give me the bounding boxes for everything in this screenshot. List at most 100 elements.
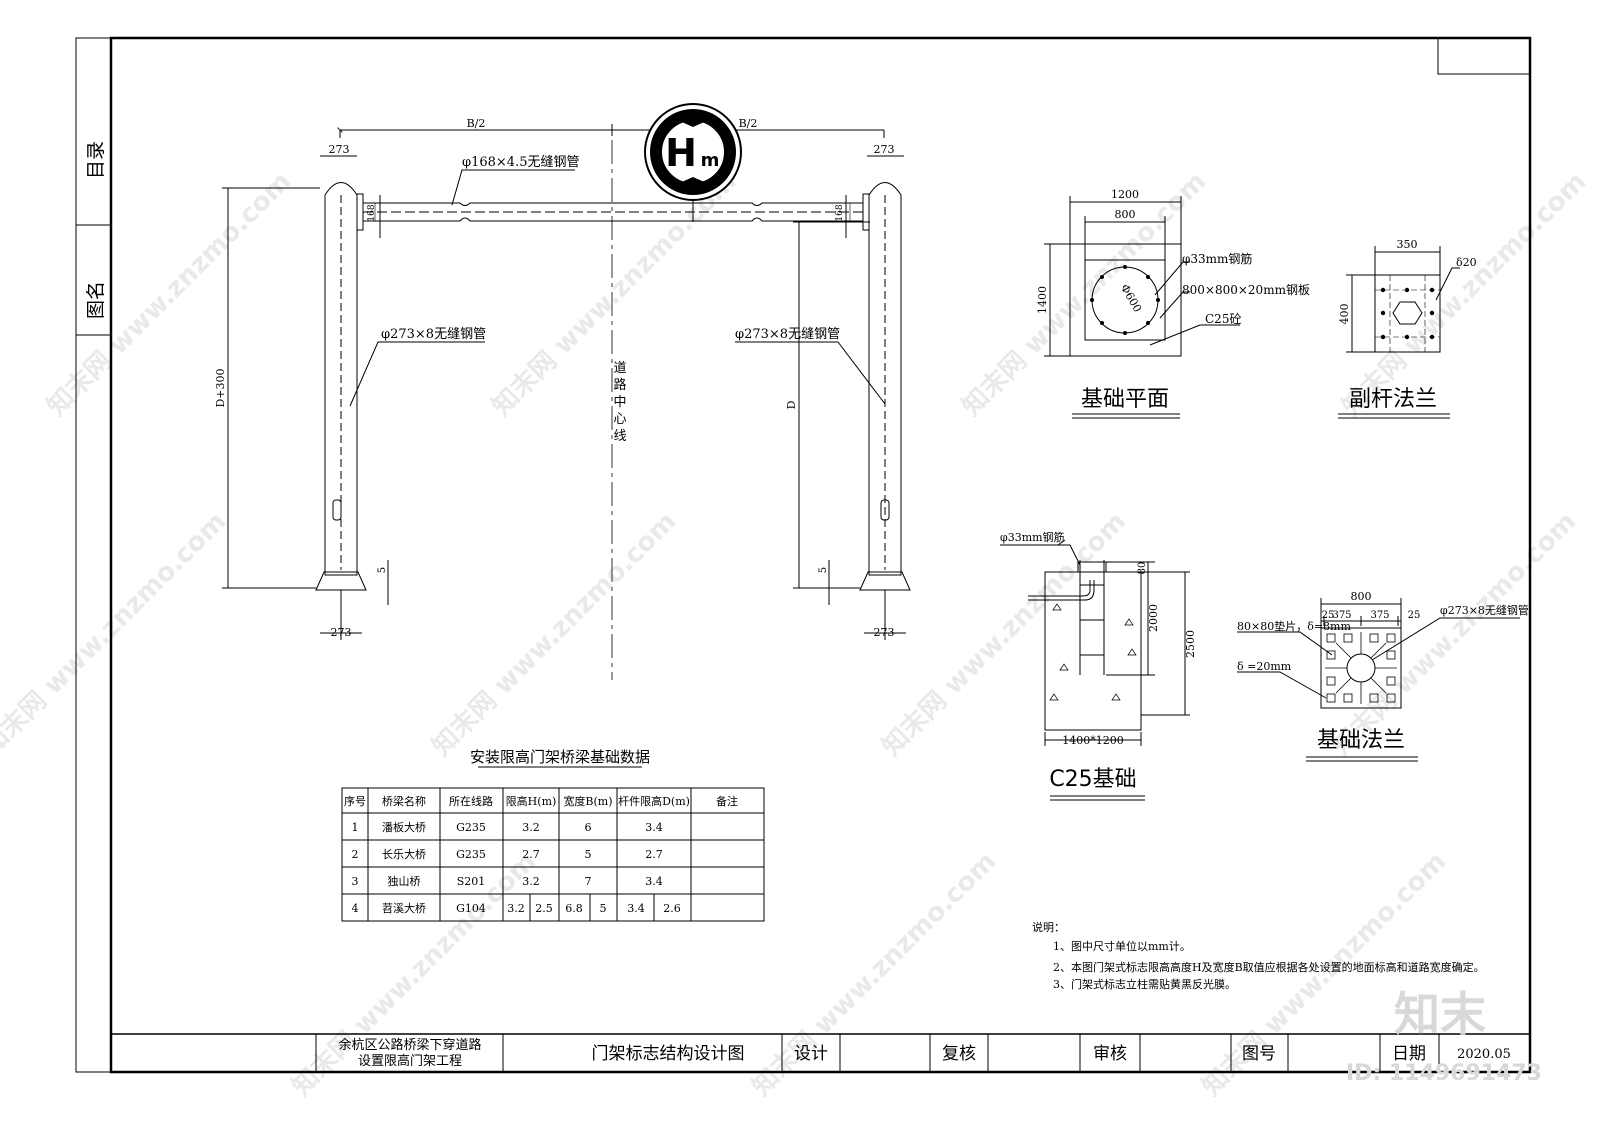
table-cell: 4 (352, 902, 359, 915)
beam-dim-left: 168 (367, 204, 377, 221)
fp-label-plate: 800×800×20mm钢板 (1182, 283, 1310, 297)
table-cell: 6.8 (565, 902, 583, 915)
title-block: 余杭区公路桥梁下穿道路 设置限高门架工程 门架标志结构设计图 设计 复核 审核 … (111, 1033, 1530, 1072)
base-flange-title: 基础法兰 (1317, 728, 1405, 753)
table-title: 安装限高门架桥梁基础数据 (470, 748, 650, 766)
inner-frame (109, 36, 1532, 1074)
sf-dim-height: 400 (1338, 304, 1351, 325)
table-cell: 2 (352, 848, 359, 861)
note-item: 2、本图门架式标志限高高度H及宽度B取值应根据各处设置的地面标高和道路宽度确定。 (1053, 960, 1485, 974)
th-note: 备注 (716, 794, 738, 808)
elevation-labels: B/2 B/2 273 273 273 273 φ168×4.5无缝钢管 168… (214, 117, 895, 639)
c25-dim-2000: 2000 (1147, 604, 1160, 632)
fp-dim-outer: 1200 (1111, 188, 1139, 201)
table-cell: 3.2 (522, 821, 540, 834)
fp-dim-height: 1400 (1036, 286, 1049, 314)
table-cell: 3 (352, 875, 359, 888)
note-item: 1、图中尺寸单位以mm计。 (1053, 939, 1191, 953)
th-d: 杆件限高D(m) (618, 794, 690, 808)
table-cell: 1 (352, 821, 359, 834)
date-label: 日期 (1392, 1044, 1426, 1064)
pole-label-left: φ273×8无缝钢管 (381, 327, 486, 342)
bf-dim-1: 25 (1322, 610, 1335, 621)
watermark-id: ID: 1149691473 (1346, 1061, 1542, 1086)
foundation-plan-title: 基础平面 (1081, 387, 1169, 412)
sub-flange-title: 副杆法兰 (1349, 387, 1437, 412)
table-cell: 6 (585, 821, 592, 834)
dim-273-tr: 273 (874, 143, 895, 156)
watermark-text: 知末网 www.znzmo.com (42, 167, 297, 422)
table-cell: 5 (585, 848, 592, 861)
road-centerline-label: 道路中心线 (613, 361, 626, 444)
base-flange-drawing (1237, 598, 1520, 709)
sf-dim-thick: δ20 (1456, 256, 1477, 269)
design-label: 设计 (794, 1044, 828, 1064)
c25-dim-bottom: 1400*1200 (1062, 734, 1124, 747)
th-route: 所在线路 (449, 794, 493, 808)
base-dim-right: 5 (818, 567, 829, 573)
bf-dim-2: 375 (1332, 610, 1351, 621)
watermark-text: 知末网 www.znzmo.com (0, 507, 232, 762)
beam-label: φ168×4.5无缝钢管 (462, 155, 579, 170)
sub-flange-drawing (1346, 246, 1460, 353)
dim-273-tl: 273 (329, 143, 350, 156)
table-cell: 独山桥 (388, 875, 421, 888)
table-cell: 7 (585, 875, 592, 888)
table-cell: 5 (600, 902, 607, 915)
c25-foundation-title: C25基础 (1049, 767, 1136, 792)
table-cell: G104 (456, 902, 486, 915)
height-left: D+300 (214, 368, 227, 407)
watermark-text: 知末网 www.znzmo.com (427, 507, 682, 762)
c25-dim-2500: 2500 (1184, 630, 1197, 658)
bf-dim-4: 25 (1408, 610, 1421, 621)
table-cell: G235 (456, 821, 486, 834)
bf-label-pipe: φ273×8无缝钢管 (1440, 603, 1529, 617)
project-line1: 余杭区公路桥梁下穿道路 (338, 1037, 481, 1053)
dim-273-br: 273 (874, 626, 895, 639)
sign-m: m (701, 150, 720, 171)
notes-heading: 说明： (1032, 920, 1065, 934)
watermark-text: 知末网 www.znzmo.com (957, 167, 1212, 422)
table-cell: 潘板大桥 (382, 820, 426, 834)
th-b: 宽度B(m) (563, 794, 612, 808)
table-cell: 2.6 (663, 902, 681, 915)
table-cell: 3.2 (507, 902, 525, 915)
sign-h: H (665, 131, 697, 175)
base-flange-labels: 800 25 375 375 25 80×80垫片，δ=8mm φ273×8无缝… (1237, 590, 1529, 762)
gantry-elevation (222, 124, 911, 680)
table-cell: 2.7 (522, 848, 540, 861)
notes: 说明： 1、图中尺寸单位以mm计。 2、本图门架式标志限高高度H及宽度B取值应根… (1032, 920, 1485, 991)
table-cell: 2.5 (535, 902, 553, 915)
sub-flange-labels: 350 400 δ20 副杆法兰 (1338, 238, 1477, 419)
watermark-logo: 知末 (1394, 987, 1486, 1041)
fp-dim-circle: Φ600 (1118, 282, 1144, 314)
fp-label-concrete: C25砼 (1205, 312, 1241, 326)
table-cell: 3.4 (645, 875, 663, 888)
table-cell: 3.4 (645, 821, 663, 834)
table-cell: 3.2 (522, 875, 540, 888)
table-cell: 苕溪大桥 (382, 901, 426, 915)
drawing-no-label: 图号 (1242, 1044, 1276, 1064)
table-cell: 2.7 (645, 848, 663, 861)
review-label: 审核 (1093, 1044, 1127, 1064)
date-value: 2020.05 (1457, 1047, 1511, 1062)
table-cell: G235 (456, 848, 486, 861)
pole-label-right: φ273×8无缝钢管 (735, 327, 840, 342)
th-no: 序号 (344, 794, 366, 808)
bf-label-thick: δ =20mm (1237, 660, 1292, 673)
tab-drawing-name: 图名 (85, 281, 107, 319)
dim-half-right: B/2 (739, 117, 758, 130)
watermark-corner: 知末 ID: 1149691473 (1346, 987, 1542, 1086)
note-item: 3、门架式标志立柱需贴黄黑反光膜。 (1053, 977, 1236, 991)
bridge-data-table: 安装限高门架桥梁基础数据 序号 桥梁名称 所在线路 限高H(m) 宽度B(m) … (341, 748, 765, 922)
project-line2: 设置限高门架工程 (358, 1053, 462, 1069)
tab-catalog: 目录 (85, 141, 107, 179)
drawing-title: 门架标志结构设计图 (592, 1044, 745, 1064)
c25-foundation-drawing (1000, 539, 1190, 746)
table-cell: 长乐大桥 (382, 847, 426, 861)
fp-label-rebar: φ33mm钢筋 (1182, 251, 1252, 266)
th-name: 桥梁名称 (382, 794, 426, 808)
beam-dim-right: 168 (835, 204, 845, 221)
c25-label-rebar: φ33mm钢筋 (1000, 530, 1065, 544)
